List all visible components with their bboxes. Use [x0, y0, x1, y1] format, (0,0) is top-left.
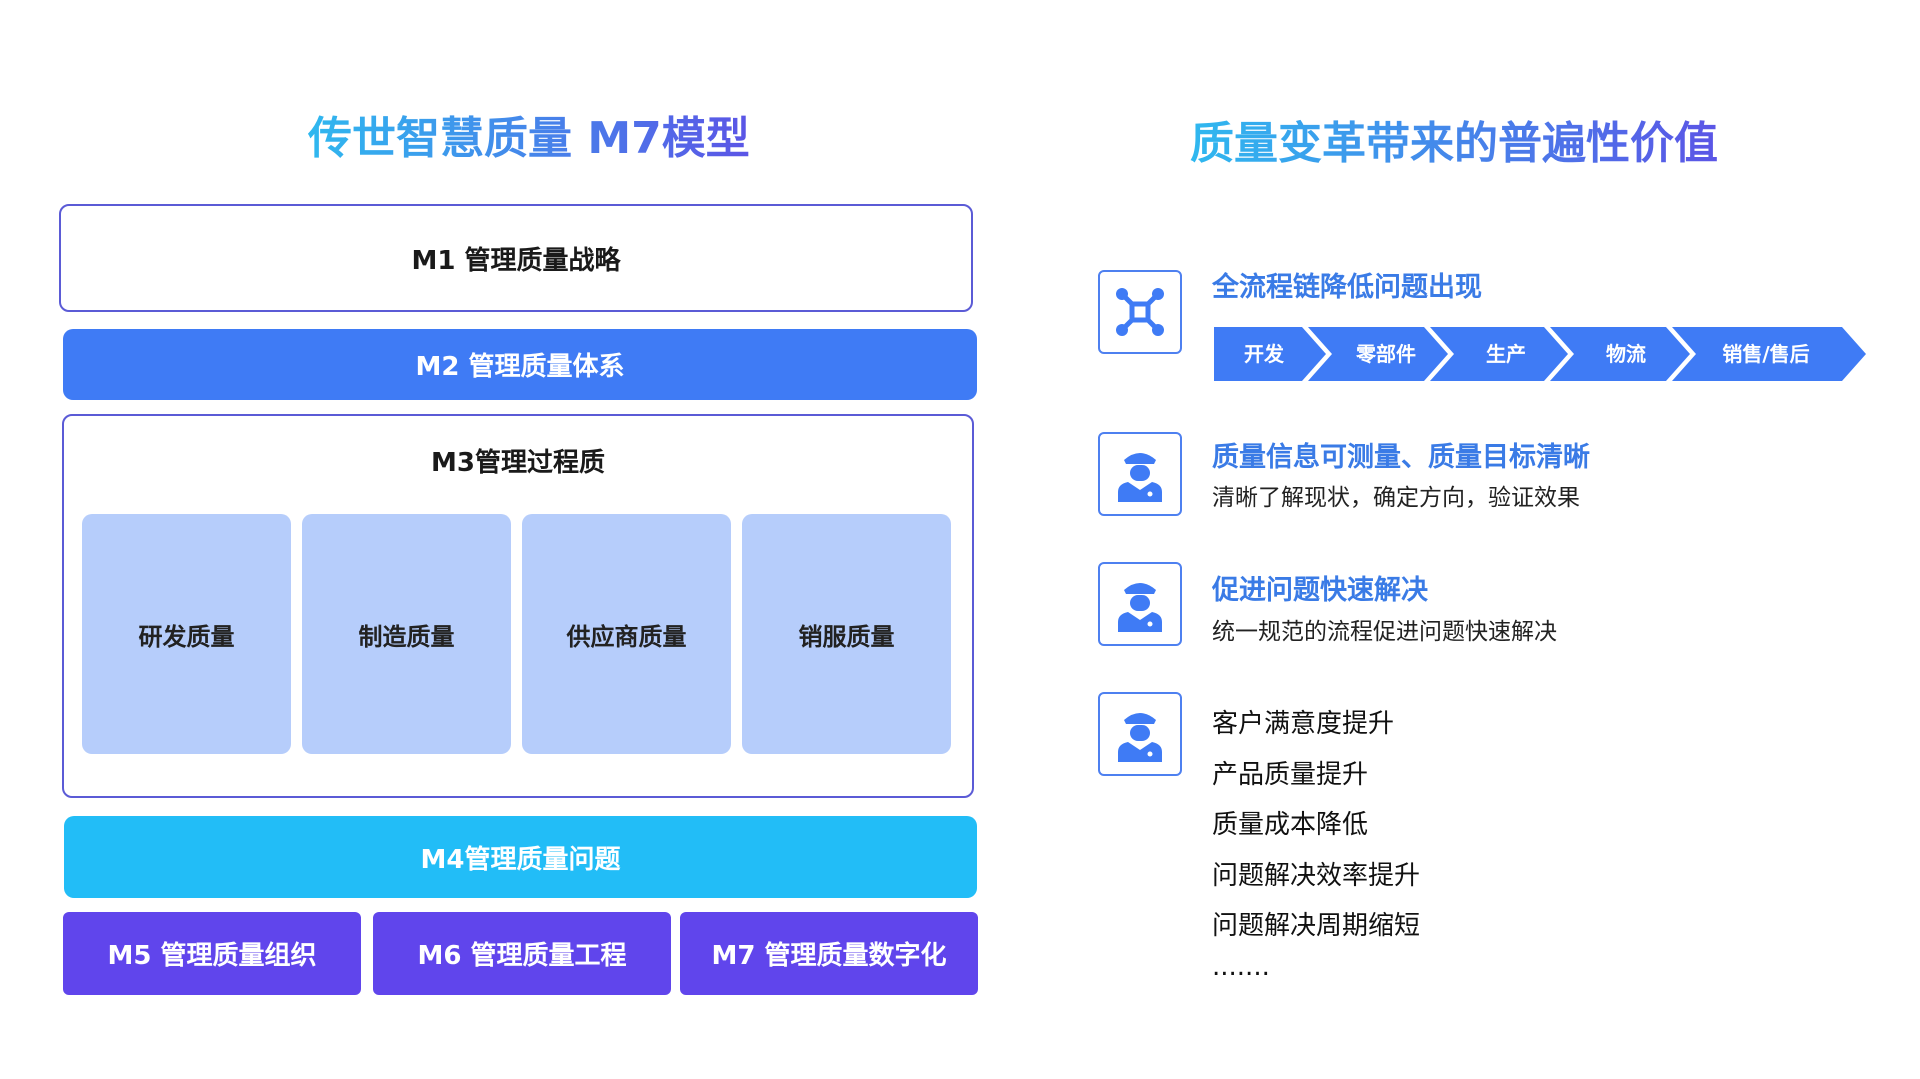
flow-label: 物流 [1606, 342, 1646, 366]
flow-step [1308, 327, 1448, 381]
m4-label: M4管理质量问题 [420, 844, 621, 875]
m7-box: M7 管理质量数字化 [680, 912, 978, 995]
m6-label: M6 管理质量工程 [417, 941, 627, 971]
benefit-line: 产品质量提升 [1212, 760, 1369, 790]
flow-step [1550, 327, 1690, 381]
benefit-line: 客户满意度提升 [1212, 709, 1395, 739]
flow-label: 生产 [1486, 342, 1526, 366]
m3-box: M3管理过程质 研发质量 制造质量 供应商质量 销服质量 [62, 414, 974, 798]
item2-heading: 质量信息可测量、质量目标清晰 [1212, 442, 1590, 473]
card-manufacturing: 制造质量 [302, 514, 511, 754]
flow-label: 开发 [1244, 342, 1285, 366]
m5-box: M5 管理质量组织 [63, 912, 361, 995]
item1-heading: 全流程链降低问题出现 [1212, 272, 1482, 303]
card-label: 供应商质量 [566, 622, 687, 651]
flow-step [1214, 327, 1326, 381]
benefit-line: 问题解决效率提升 [1212, 861, 1421, 891]
flow-step [1672, 327, 1866, 381]
m6-box: M6 管理质量工程 [373, 912, 671, 995]
m7-label: M7 管理质量数字化 [711, 941, 947, 971]
card-label: 制造质量 [358, 622, 455, 651]
person-icon [1098, 432, 1182, 516]
left-title: 传世智慧质量 M7模型 [308, 102, 750, 166]
m5-label: M5 管理质量组织 [107, 941, 317, 971]
flow-step [1430, 327, 1568, 381]
m2-label: M2 管理质量体系 [415, 352, 625, 382]
card-rd: 研发质量 [82, 514, 291, 754]
card-supplier: 供应商质量 [522, 514, 731, 754]
card-label: 销服质量 [798, 622, 895, 651]
flow-label: 零部件 [1355, 342, 1416, 366]
m3-title: M3管理过程质 [431, 447, 605, 478]
process-flow: 开发 零部件 生产 物流 销售/售后 [1214, 327, 1866, 381]
m1-label: M1 管理质量战略 [411, 245, 621, 276]
m4-box: M4管理质量问题 [64, 816, 977, 898]
item3-sub: 统一规范的流程促进问题快速解决 [1212, 619, 1557, 645]
m2-box: M2 管理质量体系 [63, 329, 977, 400]
item2-sub: 清晰了解现状，确定方向，验证效果 [1212, 485, 1580, 511]
network-icon [1098, 270, 1182, 354]
card-label: 研发质量 [138, 622, 235, 651]
card-service: 销服质量 [742, 514, 951, 754]
person-icon [1098, 562, 1182, 646]
m1-box: M1 管理质量战略 [59, 204, 973, 312]
benefit-line: 质量成本降低 [1212, 810, 1369, 840]
benefit-line: ....... [1212, 952, 1270, 982]
person-icon [1098, 692, 1182, 776]
benefit-line: 问题解决周期缩短 [1212, 911, 1421, 941]
item3-heading: 促进问题快速解决 [1212, 575, 1428, 606]
right-title: 质量变革带来的普遍性价值 [1190, 107, 1718, 171]
flow-label: 销售/售后 [1722, 342, 1809, 366]
